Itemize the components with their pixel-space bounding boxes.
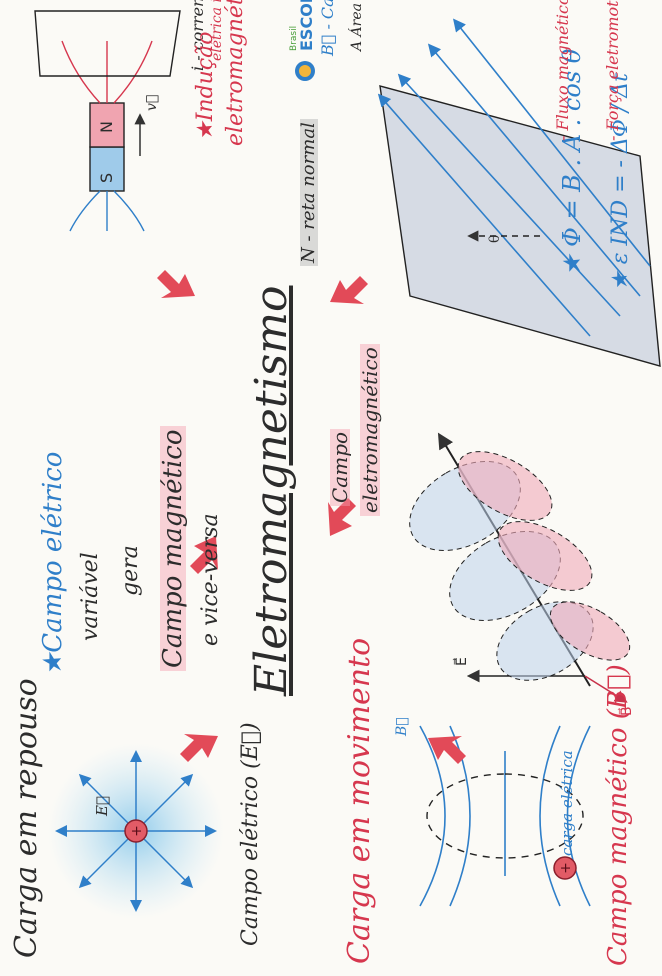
svg-text:+: +	[558, 862, 574, 874]
svg-text:+: +	[129, 825, 145, 837]
charge-in-motion-title: Carga em movimento	[342, 637, 377, 964]
b-field-label: B⃗ - Campo magnético	[318, 0, 337, 56]
wave-b-label: B⃗	[619, 706, 635, 716]
electric-field-label: Campo elétrico (E⃗)	[238, 722, 263, 946]
svg-text:ESCOLA: ESCOLA	[297, 0, 316, 51]
theta-label: θ	[487, 234, 503, 243]
wave-e-label: E⃗	[454, 657, 470, 666]
generates-text: gera	[118, 545, 143, 596]
em-field-label-2: eletromagnético	[358, 344, 382, 516]
magnet-coil-icon	[34, 10, 181, 232]
em-induction-title: ★Indução	[193, 31, 218, 141]
brasil-escola-logo: ESCOLA Brasil	[289, 0, 316, 81]
magnetic-field-text: Campo magnético	[158, 426, 188, 671]
em-field-label: Campo	[328, 428, 352, 506]
page-title: Eletromagnetismo	[246, 285, 297, 696]
magnetic-flux-area-icon	[377, 18, 661, 367]
charge-in-motion-field-icon: +	[419, 725, 591, 907]
vice-versa-text: e vice-versa	[198, 513, 223, 646]
field-b-label: B⃗	[394, 717, 410, 736]
velocity-label: v⃗	[144, 94, 160, 111]
electromagnetic-wave-icon	[409, 432, 631, 703]
field-e-label: E⃗	[93, 796, 111, 816]
flux-desc: - Fluxo magnético	[553, 0, 572, 141]
variable-text: variável	[78, 552, 103, 641]
em-induction-title-2: eletromagnética	[223, 0, 248, 146]
emf-desc: - Força eletromotriz induzida	[603, 0, 622, 141]
magnet-n-label: N	[97, 121, 116, 133]
charge-at-rest-field-icon: +	[48, 743, 224, 919]
area-label: A Área	[349, 3, 365, 51]
variable-electric-field-text: ★Campo elétrico	[38, 451, 68, 676]
normal-line-label: N - reta normal	[298, 119, 319, 266]
connector-arrows	[157, 270, 466, 764]
svg-text:Brasil: Brasil	[289, 26, 299, 51]
magnet-s-label: S	[97, 172, 116, 183]
charge-at-rest-title: Carga em repouso	[9, 678, 44, 958]
electric-charge-label: carga elétrica	[558, 750, 576, 856]
